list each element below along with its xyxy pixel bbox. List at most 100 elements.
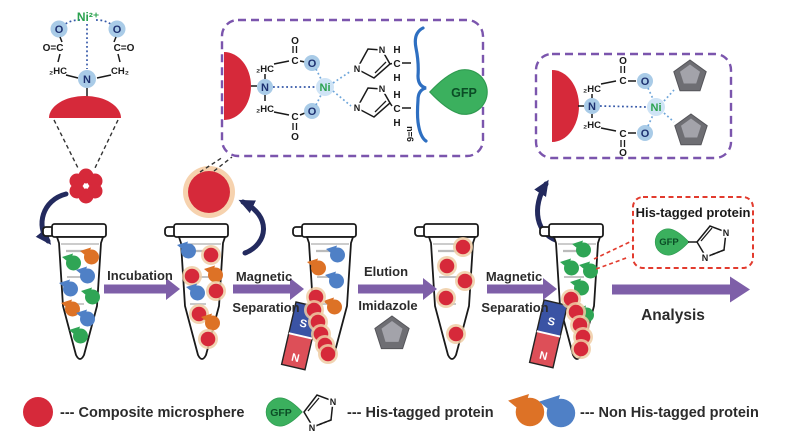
methylene-label: ₂HC bbox=[256, 64, 274, 75]
nitrogen-atom-icon bbox=[78, 70, 96, 88]
gfp-label: GFP bbox=[451, 86, 477, 100]
hydrogen-label: H bbox=[393, 90, 400, 101]
legend: --- Composite microsphere GFP N N --- Hi… bbox=[23, 393, 759, 435]
imidazole-pentagon-icon bbox=[674, 113, 708, 146]
step-label-incubation: Incubation bbox=[107, 268, 173, 283]
microsphere-cluster-icon bbox=[69, 168, 103, 204]
oxygen-label: O bbox=[291, 36, 299, 47]
oxygen-label: O bbox=[55, 24, 64, 36]
arrow-magnetic-separation-1 bbox=[233, 278, 304, 300]
step-label-imidazole: Imidazole bbox=[358, 298, 417, 313]
step-label-separation-1: Separation bbox=[232, 300, 299, 315]
microsphere-half-dome bbox=[49, 96, 121, 118]
nitrogen-atom-icon bbox=[584, 98, 600, 114]
oxygen-atom-icon bbox=[304, 103, 320, 119]
oxygen-label: O bbox=[619, 148, 627, 159]
nitrogen-label: N bbox=[379, 45, 386, 55]
microsphere-half-dome bbox=[224, 52, 251, 120]
oxygen-label: O bbox=[113, 24, 122, 36]
zoomed-microsphere bbox=[183, 166, 235, 218]
nitrogen-label: N bbox=[354, 64, 361, 74]
methylene-label: ₂HC bbox=[583, 84, 601, 95]
his-tagged-protein-callout: His-tagged protein GFP N N bbox=[632, 196, 754, 269]
gfp-label: GFP bbox=[659, 237, 679, 248]
legend-non-his-label: --- Non His-tagged protein bbox=[580, 405, 759, 421]
hydrogen-label: H bbox=[393, 118, 400, 129]
imidazole-pentagon-icon bbox=[673, 59, 707, 92]
nickel-ion-label: Ni²⁺ bbox=[77, 10, 99, 24]
nitrogen-label: N bbox=[261, 82, 269, 94]
callout-title: His-tagged protein bbox=[636, 205, 751, 220]
methylene-label: ₂HC bbox=[256, 104, 274, 115]
nta-anchor-structure: Ni²⁺ O O O=C C=O ₂HC CH₂ N bbox=[43, 10, 135, 171]
imidazole-ring-icon: N N bbox=[688, 225, 731, 265]
carbon-label: C bbox=[393, 59, 400, 70]
nitrogen-label: N bbox=[83, 74, 91, 86]
magnet-2: S N bbox=[528, 299, 569, 369]
legend-his-tagged-label: --- His-tagged protein bbox=[347, 405, 494, 421]
oxygen-label: O bbox=[308, 58, 317, 70]
arrow-magnetic-separation-2 bbox=[487, 278, 557, 300]
carbon-label: C bbox=[393, 104, 400, 115]
nitrogen-label: N bbox=[354, 103, 361, 113]
oxygen-label: O bbox=[308, 106, 317, 118]
arrow-incubation bbox=[104, 278, 180, 300]
step-label-magnetic-1: Magnetic bbox=[236, 269, 292, 284]
arrow-elution bbox=[358, 278, 437, 300]
methylene-label: ₂HC bbox=[583, 120, 601, 131]
imidazole-pentagon-icon bbox=[374, 315, 410, 350]
oxygen-label: O bbox=[619, 56, 627, 67]
curved-arrow-tube2-to-microsphere bbox=[238, 199, 266, 256]
nitrogen-label: N bbox=[723, 228, 730, 238]
legend-microsphere-icon bbox=[23, 397, 53, 427]
nickel-center-icon bbox=[316, 78, 334, 96]
magnet-south-label: S bbox=[546, 316, 556, 329]
step-label-analysis: Analysis bbox=[641, 307, 705, 324]
arrow-analysis bbox=[612, 276, 750, 303]
nickel-center-icon bbox=[647, 98, 665, 116]
gfp-label: GFP bbox=[270, 407, 292, 419]
oxygen-label: O bbox=[641, 128, 650, 140]
step-label-separation-2: Separation bbox=[481, 300, 548, 315]
oxygen-atom-icon bbox=[637, 125, 653, 141]
oxygen-label: O bbox=[641, 76, 650, 88]
magnet-south-label: S bbox=[298, 318, 308, 331]
oxygen-atom-icon bbox=[50, 20, 68, 38]
carbonyl-label: C=O bbox=[114, 43, 135, 54]
oxygen-label: O bbox=[291, 132, 299, 143]
legend-microsphere-label: --- Composite microsphere bbox=[60, 405, 245, 421]
dashed-red-box bbox=[632, 196, 754, 269]
carbonyl-label: O=C bbox=[43, 43, 64, 54]
ni-nta-imidazole-complex-box: N ₂HC ₂HC C C O O O O Ni bbox=[534, 52, 733, 160]
microsphere-half-dome bbox=[552, 70, 579, 142]
dashed-purple-box bbox=[534, 52, 733, 160]
carbon-label: C bbox=[619, 76, 626, 87]
flow-arrows bbox=[104, 276, 750, 303]
step-label-elution: Elution bbox=[364, 264, 408, 279]
carbon-label: C bbox=[619, 129, 626, 140]
magnet-north-label: N bbox=[538, 350, 548, 363]
nitrogen-label: N bbox=[309, 423, 316, 433]
carbon-label: C bbox=[291, 56, 298, 67]
his6-count-label: n=6 bbox=[405, 126, 415, 142]
nitrogen-label: N bbox=[702, 253, 709, 263]
nitrogen-label: N bbox=[330, 397, 337, 407]
nitrogen-label: N bbox=[588, 101, 596, 113]
nitrogen-atom-icon bbox=[257, 79, 273, 95]
imidazole-ring-icon: N N bbox=[352, 82, 391, 118]
methylene-label: ₂HC bbox=[49, 66, 67, 77]
magnet-north-label: N bbox=[290, 352, 300, 365]
oxygen-atom-icon bbox=[304, 55, 320, 71]
step-label-magnetic-2: Magnetic bbox=[486, 269, 542, 284]
legend-nonhis-orange-icon bbox=[508, 393, 545, 427]
histidine-repeat-brace bbox=[413, 26, 428, 143]
hydrogen-label: H bbox=[393, 45, 400, 56]
legend-nonhis-blue-icon bbox=[539, 394, 576, 428]
methylene-label: CH₂ bbox=[111, 66, 129, 77]
hydrogen-label: H bbox=[393, 73, 400, 84]
oxygen-atom-icon bbox=[108, 20, 126, 38]
nickel-label: Ni bbox=[651, 102, 662, 114]
carbon-label: C bbox=[291, 112, 298, 123]
